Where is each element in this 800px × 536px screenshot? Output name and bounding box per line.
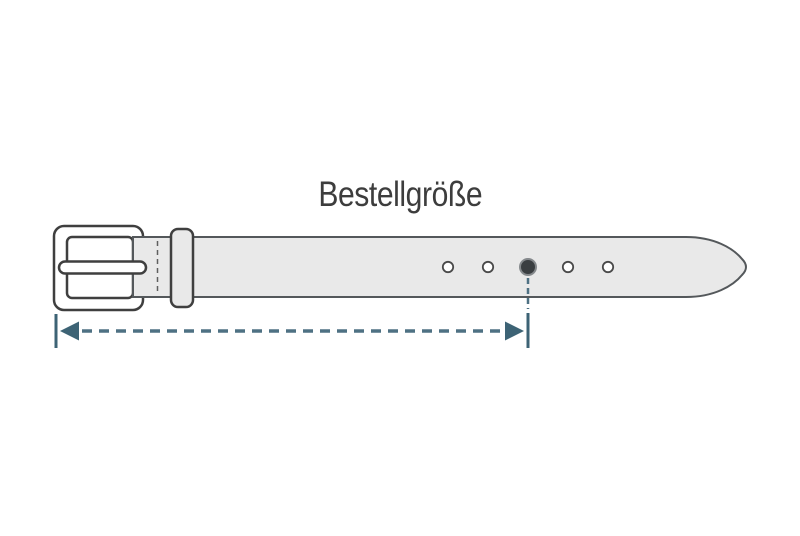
measure-arrow-right-icon xyxy=(505,321,524,341)
belt-strap xyxy=(132,236,748,298)
diagram-title: Bestellgröße xyxy=(318,175,482,214)
belt-hole-3-highlighted xyxy=(519,258,537,276)
measure-arrow-left-icon xyxy=(60,321,79,341)
diagram-title-row: Bestellgröße xyxy=(0,176,800,214)
belt-hole-2 xyxy=(481,260,495,274)
belt-hole-4 xyxy=(561,260,575,274)
belt-buckle-prong xyxy=(57,260,148,275)
belt-hole-1 xyxy=(441,260,455,274)
belt-hole-5 xyxy=(601,260,615,274)
belt-keeper-loop xyxy=(169,227,195,309)
